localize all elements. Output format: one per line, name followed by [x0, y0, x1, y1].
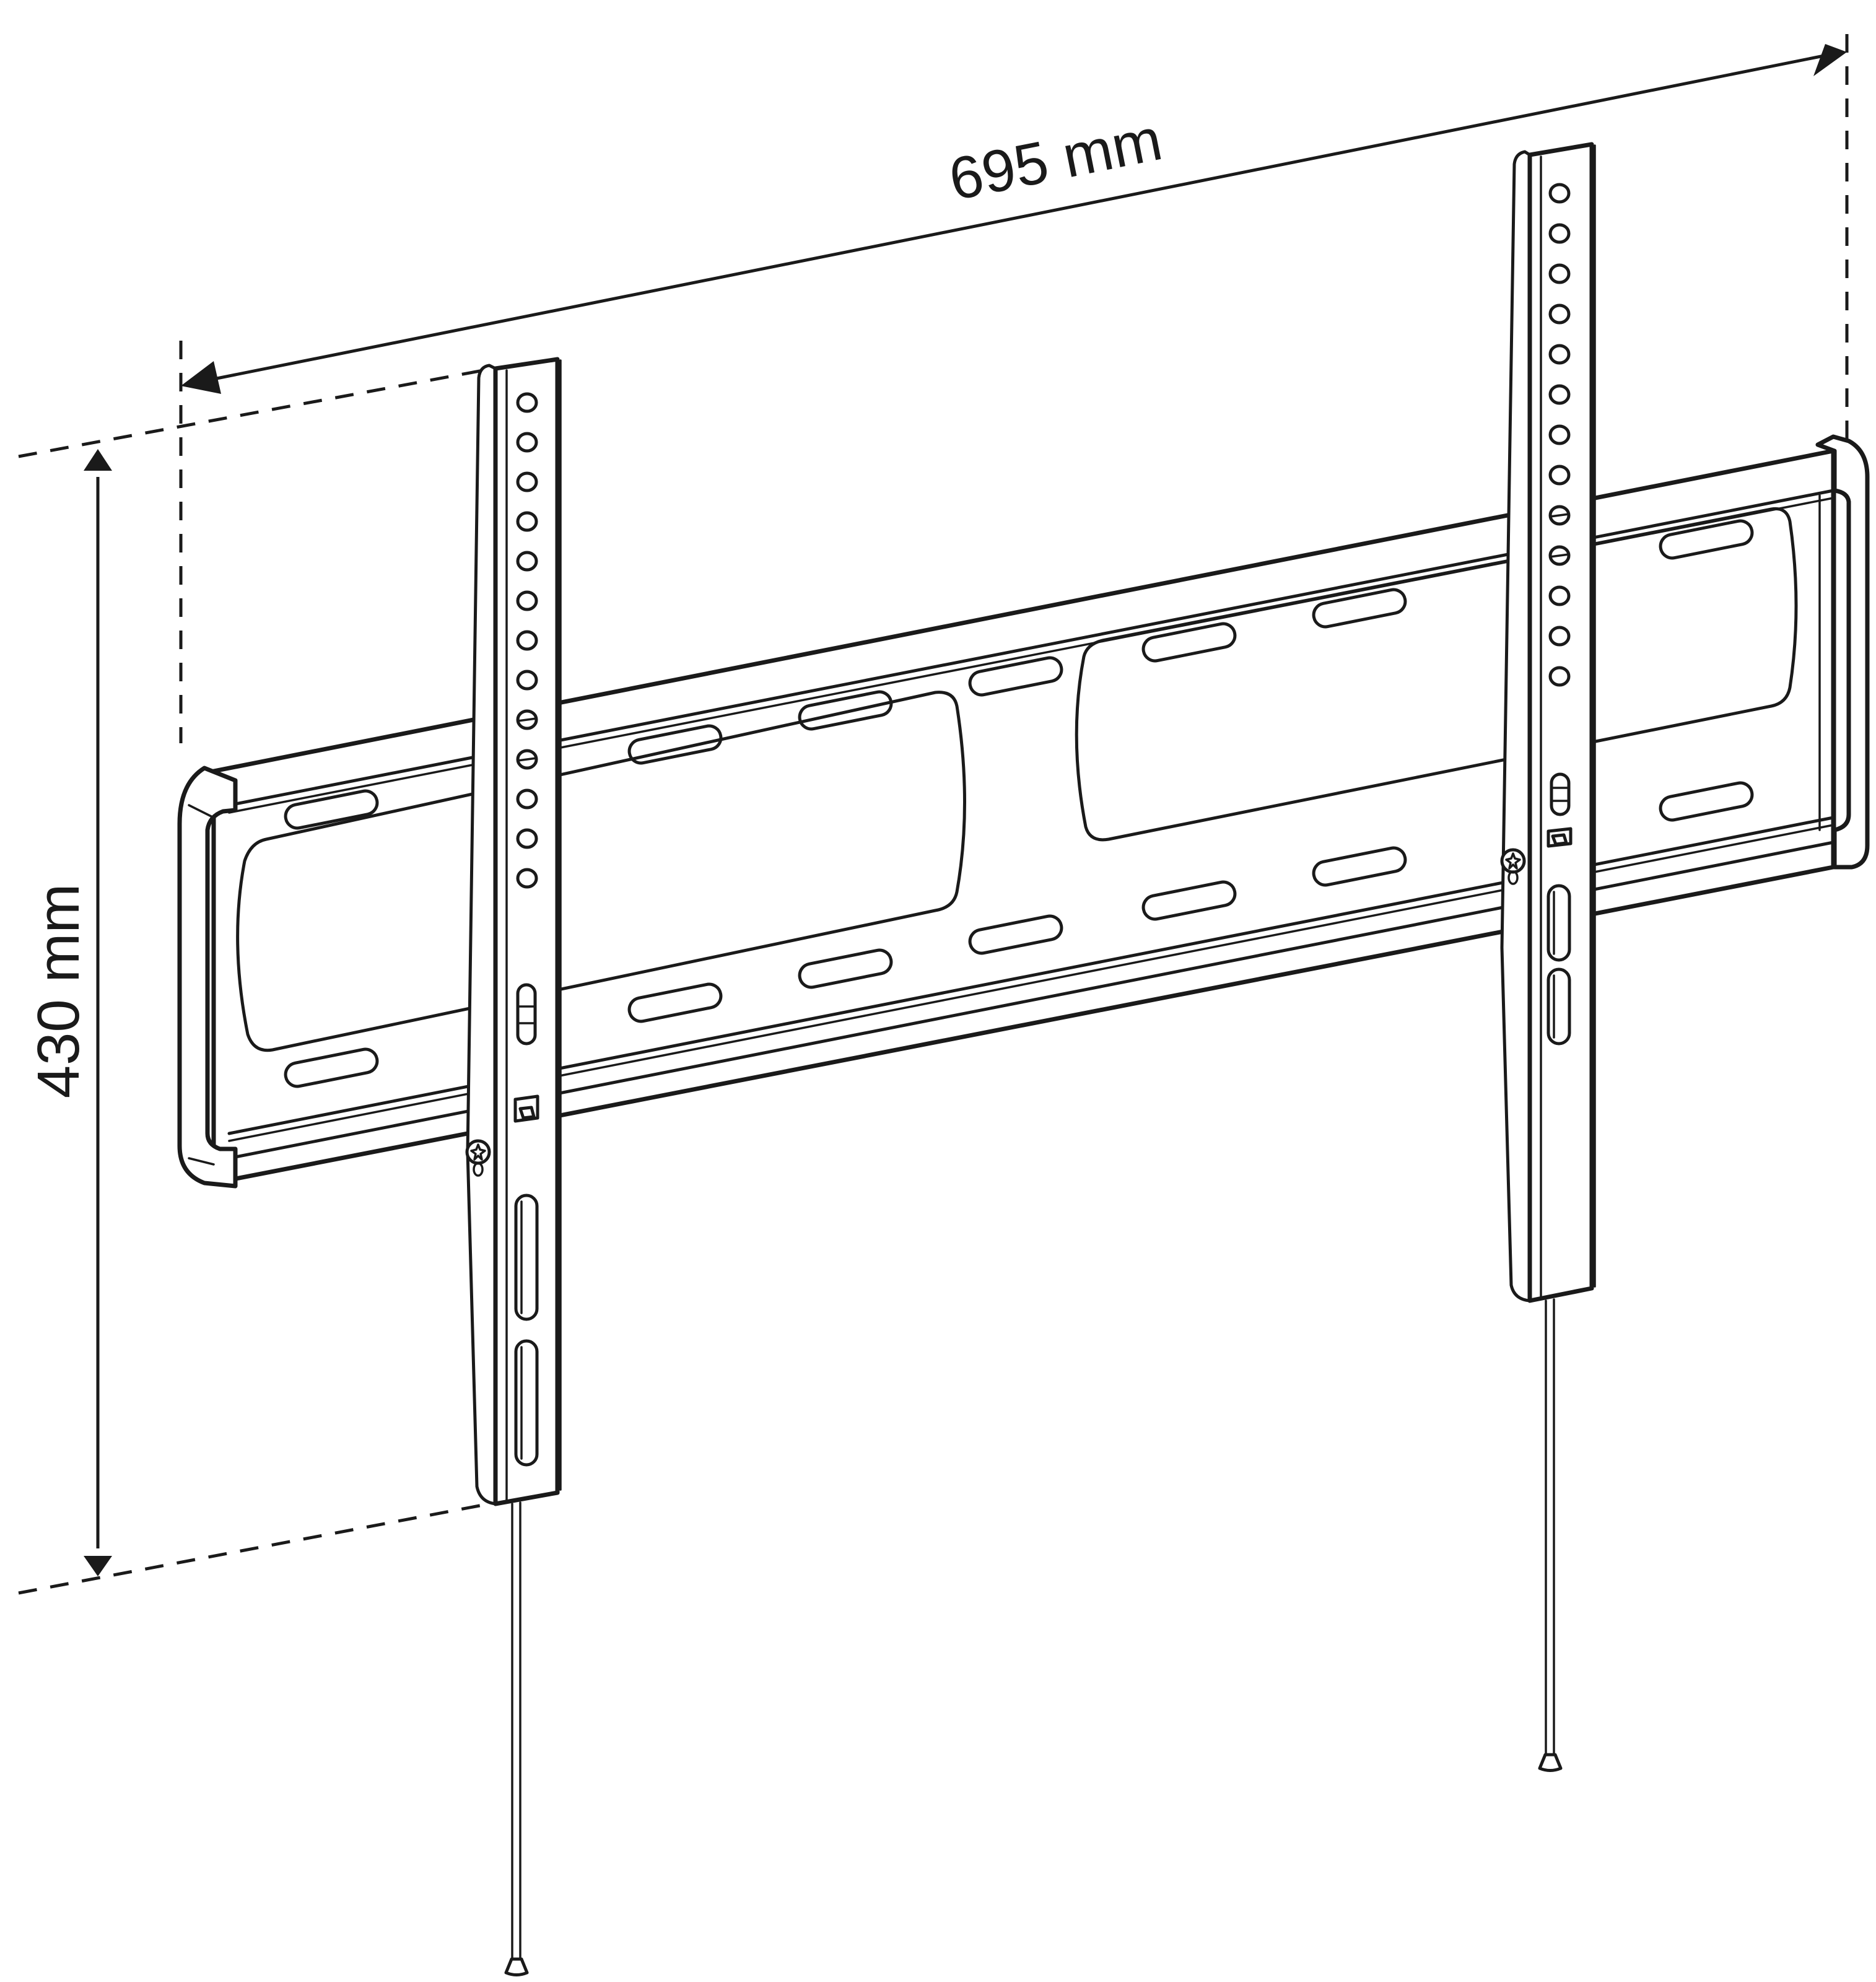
round-hole: [516, 511, 538, 532]
round-hole: [516, 471, 538, 492]
arm-left-hook-icon: [513, 1094, 539, 1123]
arm-right-screw-icon: [1500, 848, 1526, 885]
rail-end-cap-left: [177, 766, 238, 1189]
round-hole: [516, 828, 538, 849]
hole-bolt-line: [1549, 553, 1570, 558]
arm-left-side-flange: [466, 364, 497, 1506]
arm-left-safety-rod: [504, 1501, 529, 1976]
height-label: 430 mm: [25, 884, 92, 1099]
arm-right-long-slot: [1547, 884, 1571, 962]
arm-left-front-plate: [493, 357, 560, 1506]
rail-slot: [1312, 588, 1407, 629]
round-hole: [1548, 505, 1571, 526]
arrowhead-right-icon: [1813, 44, 1847, 76]
rail-slot: [627, 982, 723, 1023]
rail-slot: [968, 914, 1063, 955]
round-hole: [516, 868, 538, 889]
round-hole: [1548, 626, 1571, 647]
rail-slot: [798, 690, 893, 731]
rod-end-cap-icon: [1538, 1753, 1563, 1772]
round-hole: [1548, 585, 1571, 606]
width-label: 695 mm: [944, 106, 1167, 213]
rail-slot-row-top: [284, 519, 1754, 830]
arm-left-hole-column: [516, 392, 538, 889]
round-hole: [1548, 303, 1571, 325]
end-cap-right-body: [1815, 434, 1870, 870]
round-hole: [1548, 263, 1571, 284]
round-hole: [1548, 384, 1571, 405]
round-hole: [516, 670, 538, 691]
end-cap-left-edge: [188, 804, 215, 1166]
rail-slot: [1659, 781, 1754, 822]
mounting-arm-right: [1500, 142, 1596, 1772]
arm-left-long-slot: [514, 1339, 539, 1467]
arm-left-screw-icon: [465, 1139, 491, 1177]
arm-right-side-flange: [1500, 150, 1532, 1303]
rail-slot: [284, 789, 379, 830]
round-hole: [516, 590, 538, 611]
round-hole: [1548, 424, 1571, 445]
height-extension-line-bottom: [18, 1502, 490, 1595]
rail-end-cap-right: [1815, 434, 1870, 870]
rail-cutout-left: [236, 691, 966, 1052]
arm-right-hook-icon: [1547, 827, 1573, 848]
round-hole: [1548, 465, 1571, 486]
round-hole: [516, 788, 538, 810]
arm-right-hole-column: [1548, 183, 1571, 687]
rail-slot: [1141, 880, 1237, 921]
arm-right-long-slot: [1547, 967, 1571, 1046]
width-dimension-line: [204, 54, 1825, 383]
arrowhead-down-icon: [84, 1556, 112, 1576]
rail-slot-row-bottom: [284, 781, 1754, 1088]
round-hole: [1548, 183, 1571, 204]
rail-slot: [627, 724, 723, 765]
rail-slot: [968, 656, 1063, 697]
arm-left-adjust-slot: [516, 983, 537, 1046]
round-hole: [1548, 223, 1571, 244]
arm-right-front-plate: [1527, 142, 1594, 1303]
round-hole: [516, 432, 538, 453]
rail-cutout-center: [1075, 507, 1798, 842]
round-hole: [516, 630, 538, 651]
height-extension-line-top: [18, 369, 484, 458]
hole-bolt-line: [1549, 513, 1570, 518]
rod-end-cap-icon: [504, 1957, 529, 1976]
round-hole: [516, 392, 538, 413]
hole-bolt-line: [517, 757, 538, 762]
height-dimension: 430 mm: [18, 369, 490, 1595]
end-cap-left-body: [177, 766, 238, 1189]
rail-slot: [1141, 622, 1237, 663]
arm-left-long-slot: [514, 1194, 539, 1321]
round-hole: [516, 749, 538, 770]
round-hole: [516, 709, 538, 730]
arrowhead-left-icon: [181, 361, 221, 394]
round-hole: [1548, 344, 1571, 365]
hole-bolt-line: [517, 717, 538, 722]
mounting-arm-left: [465, 357, 562, 1976]
arm-right-adjust-slot: [1550, 772, 1571, 816]
round-hole: [516, 551, 538, 572]
round-hole: [1548, 666, 1571, 687]
arm-right-safety-rod: [1538, 1298, 1563, 1772]
round-hole: [1548, 545, 1571, 566]
rail-slot: [284, 1047, 379, 1088]
rail-slot: [798, 948, 893, 989]
rail-slot: [1659, 519, 1754, 560]
wall-rail: [177, 434, 1870, 1189]
rail-slot: [1312, 846, 1407, 887]
arrowhead-up-icon: [84, 449, 112, 471]
